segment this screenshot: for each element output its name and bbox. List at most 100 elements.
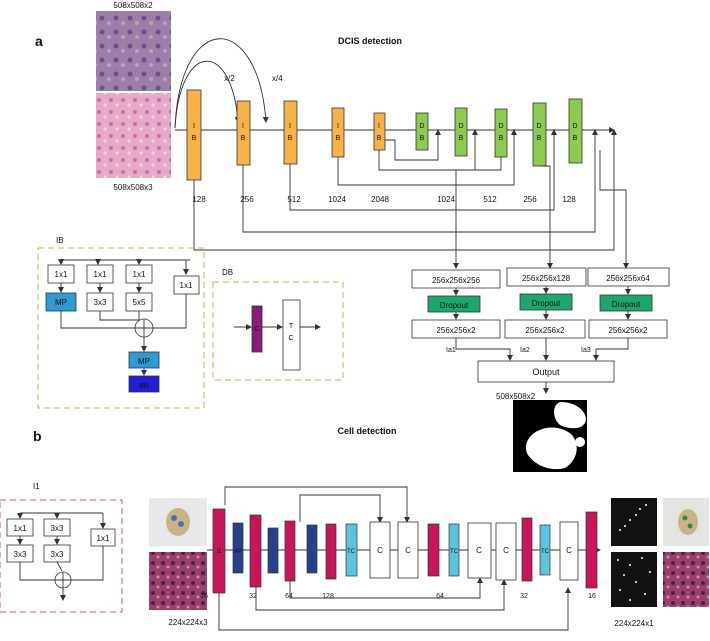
cell-block-i1	[585, 511, 598, 589]
svg-text:I: I	[378, 123, 380, 130]
svg-text:T: T	[289, 323, 294, 330]
cell-block-c	[495, 522, 517, 581]
tap-label-1: Ia1	[446, 347, 456, 354]
decoder-block-5: D B	[568, 98, 583, 164]
encoder-block-2: I B	[236, 100, 251, 166]
cell-skip-bottom-1	[218, 587, 571, 631]
cell-block-c	[467, 522, 492, 579]
skip-connection-2	[242, 129, 598, 233]
cell-block-i1	[325, 523, 337, 580]
cell-block-tc	[345, 523, 358, 577]
cell-channel-label: 32	[249, 593, 257, 600]
svg-text:C: C	[405, 546, 411, 555]
head-size-label: 256x256x256	[432, 276, 481, 285]
skip-connection-3	[289, 129, 557, 211]
svg-text:D: D	[419, 123, 424, 130]
output-label: Output	[532, 367, 560, 377]
cell-output-dots-bottom	[611, 552, 657, 607]
channel-label: 512	[287, 195, 301, 204]
dropout-label: Dropout	[612, 300, 641, 309]
cell-skip-bottom-3	[289, 577, 483, 599]
cell-block-ap	[232, 522, 244, 574]
ib-conv-1x1: 1x1	[94, 270, 107, 279]
cell-block-tc	[448, 523, 460, 577]
cell-block-c	[559, 521, 579, 581]
head-1: 256x256x256 Dropout 256x256x2	[411, 269, 501, 339]
svg-text:TC: TC	[450, 549, 459, 555]
i1-conv: 3x3	[14, 550, 27, 559]
ib-mp: MP	[55, 298, 67, 307]
channel-label: 256	[240, 195, 254, 204]
input-image-top	[96, 11, 171, 91]
channel-label: 128	[562, 195, 576, 204]
svg-text:TC: TC	[541, 549, 550, 555]
head-output-label: 256x256x2	[525, 326, 565, 335]
input-image-bottom	[96, 93, 171, 178]
head-output-label: 256x256x2	[608, 326, 648, 335]
svg-text:B: B	[192, 135, 197, 142]
i1-conv: 3x3	[51, 524, 64, 533]
svg-text:I: I	[193, 123, 195, 130]
input-size-top: 508x508x2	[113, 1, 153, 10]
cell-block-i1	[521, 517, 533, 582]
svg-text:C: C	[288, 335, 293, 342]
svg-text:B: B	[241, 135, 246, 142]
cell-channel-label: 128	[322, 593, 334, 600]
output-mask-image	[513, 400, 587, 472]
output-size: 508x508x2	[496, 392, 536, 401]
head-size-label: 256x256x64	[606, 274, 650, 283]
svg-text:AP: AP	[234, 549, 242, 555]
cell-overlay-bottom	[663, 552, 709, 607]
channel-label: 2048	[371, 195, 389, 204]
i1-legend-title: I1	[33, 482, 40, 491]
cell-block-i1	[212, 508, 226, 594]
cell-block-i1	[427, 523, 440, 577]
cell-block-ap	[267, 527, 279, 574]
cell-skip-bottom-2	[255, 579, 507, 611]
svg-text:B: B	[459, 135, 464, 142]
skip-connection-4	[337, 129, 517, 186]
svg-text:B: B	[288, 135, 293, 142]
cell-channel-label: 64	[285, 593, 293, 600]
svg-text:C: C	[503, 546, 509, 555]
svg-text:B: B	[573, 135, 578, 142]
svg-text:D: D	[572, 123, 577, 130]
ib-legend: IB 1x1 1x1 1x1 1x1 MP 3x3 5x5 MP BN	[37, 236, 205, 409]
ib-legend-title: IB	[56, 236, 64, 245]
db-legend: DB C T C	[212, 268, 344, 381]
ib-conv-1x1: 1x1	[180, 281, 193, 290]
cell-block-i1	[249, 514, 262, 588]
svg-text:I: I	[289, 123, 291, 130]
svg-text:C: C	[566, 546, 572, 555]
channel-label: 512	[483, 195, 497, 204]
downsample-arc-1	[174, 60, 241, 129]
i1-conv: 1x1	[14, 524, 27, 533]
decoder-block-1: D B	[415, 112, 429, 151]
panel-b-title: Cell detection	[337, 426, 396, 436]
skip-connection-6	[385, 129, 441, 161]
decoder-block-3: D B	[494, 108, 508, 158]
tap-label-2: Ia2	[520, 347, 530, 354]
cell-block-ap	[306, 524, 318, 574]
tap-arrow-1	[455, 338, 513, 361]
cell-channel-label: 64	[436, 593, 444, 600]
cell-input-size: 224x224x3	[168, 618, 208, 627]
tap-label-3: Ia3	[581, 347, 591, 354]
i1-conv: 1x1	[97, 534, 110, 543]
channel-label: 256	[523, 195, 537, 204]
svg-text:B: B	[336, 135, 341, 142]
cell-skip-top-1	[224, 486, 410, 523]
dropout-label: Dropout	[440, 301, 469, 310]
ib-conv-3x3: 3x3	[94, 298, 107, 307]
head-arrow-3	[599, 150, 629, 269]
ib-bn: BN	[139, 383, 149, 390]
ib-mp-2: MP	[138, 357, 150, 366]
panel-a-letter: a	[35, 33, 43, 49]
input-size-bottom: 508x508x3	[113, 183, 153, 192]
cell-block-tc	[539, 524, 551, 576]
svg-text:B: B	[377, 135, 382, 142]
cell-skip-top-2	[299, 494, 383, 523]
svg-text:B: B	[537, 135, 542, 142]
cell-channel-label: 16	[588, 593, 596, 600]
i1-legend: I1 1x1 3x3 1x1 3x3 3x3	[0, 482, 123, 613]
